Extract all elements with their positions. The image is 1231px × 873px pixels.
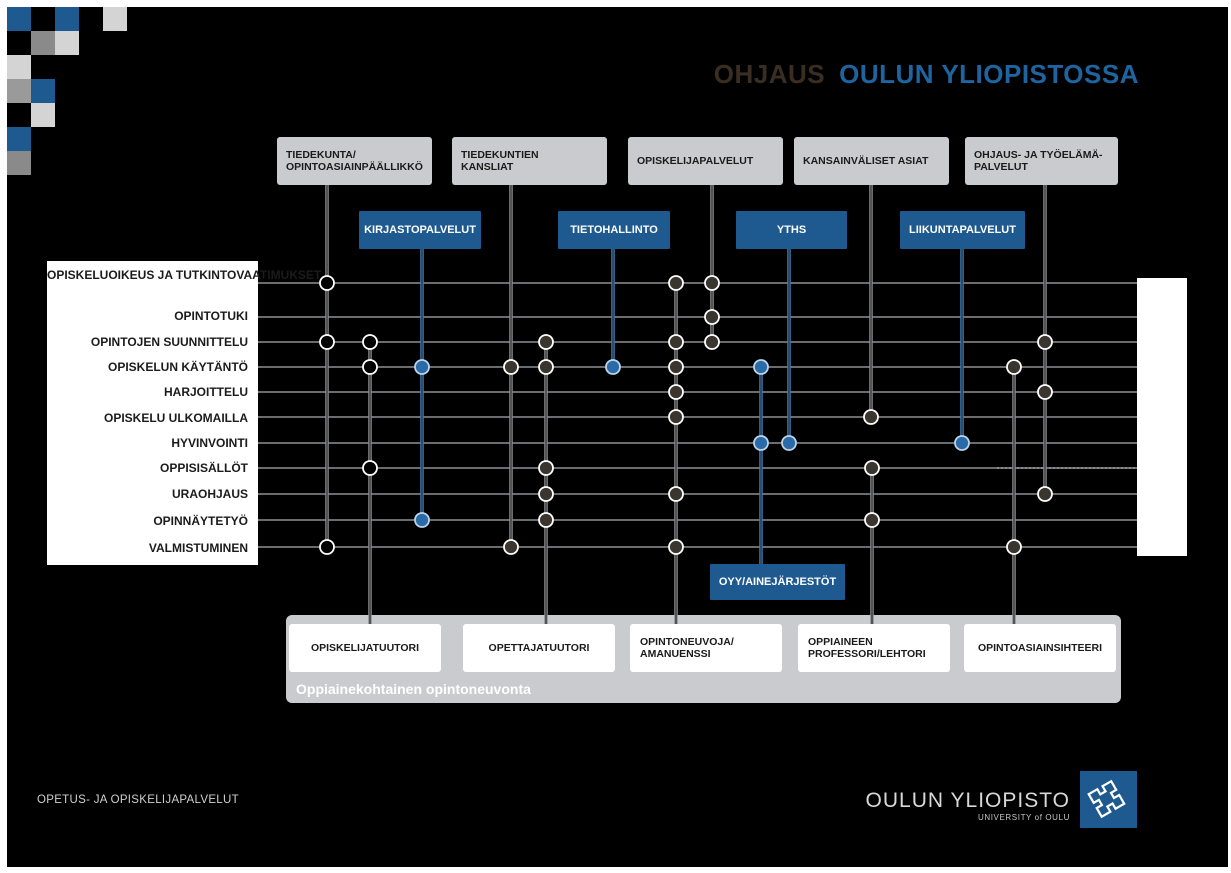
topic-label-opiskelun-kaytanto: OPISKELUN KÄYTÄNTÖ [107,360,248,374]
connector-dot-3-10 [503,539,519,555]
service-yths: YTHS [736,211,847,249]
connector-dot-6-2 [668,334,684,350]
university-logo-text: OULUN YLIOPISTO UNIVERSITY of OULU [840,789,1070,822]
service-tiedekunta: TIEDEKUNTA/ OPINTOASIAINPÄÄLLIKKÖ [277,137,432,185]
connector-dot-8-6 [753,435,769,451]
connector-dot-11-7 [864,460,880,476]
connector-dot-1-2 [362,334,378,350]
title-part-1: OHJAUS [713,59,826,89]
topic-label-opiskeluoikeus: OPISKELUOIKEUS JA TUTKINTOVAATIMUKSET [47,268,322,282]
service-kirjastopalvelut: KIRJASTOPALVELUT [359,211,481,249]
connector-dot-6-0 [668,275,684,291]
topic-label-opinnaytetyo: OPINNÄYTETYÖ [153,514,248,528]
title-part-2: OULUN YLIOPISTOSSA [839,59,1139,89]
advisor-caption: Oppiainekohtainen opintoneuvonta [296,681,531,697]
connector-dot-7-1 [704,309,720,325]
connector-dot-13-10 [1006,539,1022,555]
topic-label-valmistuminen: VALMISTUMINEN [148,541,248,555]
topic-label-hyvinvointi: HYVINVOINTI [171,436,248,450]
service-opiskelijapalvelut: OPISKELIJAPALVELUT [628,137,783,185]
connector-dot-0-10 [319,539,335,555]
connector-dot-8-3 [753,359,769,375]
connector-dot-12-6 [954,435,970,451]
connector-dot-2-3 [414,359,430,375]
topic-label-oppisisallot: OPPISISÄLLÖT [159,461,248,475]
connector-dot-4-9 [538,512,554,528]
advisor-opintoasiainsihteeri: OPINTOASIAINSIHTEERI [964,624,1116,672]
advisor-opettajatuutori: OPETTAJATUUTORI [463,624,615,672]
connector-dot-1-3 [362,359,378,375]
page-title: OHJAUS OULUN YLIOPISTOSSA [7,59,1139,90]
connector-dot-0-2 [319,334,335,350]
connector-dot-6-8 [668,486,684,502]
connector-dot-9-6 [781,435,797,451]
logo-subtitle: UNIVERSITY of OULU [977,813,1070,822]
connector-dot-4-3 [538,359,554,375]
connector-dot-7-0 [704,275,720,291]
topic-label-harjoittelu: HARJOITTELU [164,385,248,399]
connector-dot-6-3 [668,359,684,375]
advisor-opintoneuvoja: OPINTONEUVOJA/ AMANUENSSI [630,624,782,672]
connector-dot-13-3 [1006,359,1022,375]
connector-dot-11-9 [864,512,880,528]
connector-dot-4-2 [538,334,554,350]
connector-dot-14-8 [1037,486,1053,502]
topic-label-uraohjaus: URAOHJAUS [171,487,248,501]
right-panel [1137,278,1187,556]
advisor-opiskelijatuutori: OPISKELIJATUUTORI [289,624,441,672]
service-ohjaus-tyoelama: OHJAUS- JA TYÖELÄMÄ- PALVELUT [965,137,1118,185]
connector-dot-4-7 [538,460,554,476]
connector-dot-6-4 [668,384,684,400]
connector-dot-4-8 [538,486,554,502]
connector-dot-0-0 [319,275,335,291]
connector-dot-14-4 [1037,384,1053,400]
service-kansainvaliset: KANSAINVÄLISET ASIAT [794,137,949,185]
connector-dot-5-3 [605,359,621,375]
service-kansliat: TIEDEKUNTIEN KANSLIAT [452,137,607,185]
connector-dot-6-5 [668,409,684,425]
connector-dot-10-5 [863,409,879,425]
footer-unit: OPETUS- JA OPISKELIJAPALVELUT [37,794,239,806]
connector-dot-14-2 [1037,334,1053,350]
service-liikuntapalvelut: LIIKUNTAPALVELUT [900,211,1025,249]
connector-dot-1-7 [362,460,378,476]
logo-name: OULUN YLIOPISTO [865,789,1070,812]
connection-diagram [258,185,1137,624]
service-oyy-ainejarjestot: OYY/AINEJÄRJESTÖT [710,564,845,600]
connector-dot-3-3 [503,359,519,375]
university-emblem-icon [1080,771,1137,828]
slide: OHJAUS OULUN YLIOPISTOSSA OPISKELUOIKEUS … [7,7,1228,867]
topic-label-opintotuki: OPINTOTUKI [174,309,248,323]
connector-dot-6-10 [668,539,684,555]
topic-label-opintojen-suunnittelu: OPINTOJEN SUUNNITTELU [90,335,248,349]
service-tietohallinto: TIETOHALLINTO [558,211,670,249]
connector-dot-7-2 [704,334,720,350]
topic-label-opiskelu-ulkomailla: OPISKELU ULKOMAILLA [104,411,248,425]
advisor-professori-lehtori: OPPIAINEEN PROFESSORI/LEHTORI [798,624,950,672]
topic-panel [47,261,258,565]
connector-dot-2-9 [414,512,430,528]
